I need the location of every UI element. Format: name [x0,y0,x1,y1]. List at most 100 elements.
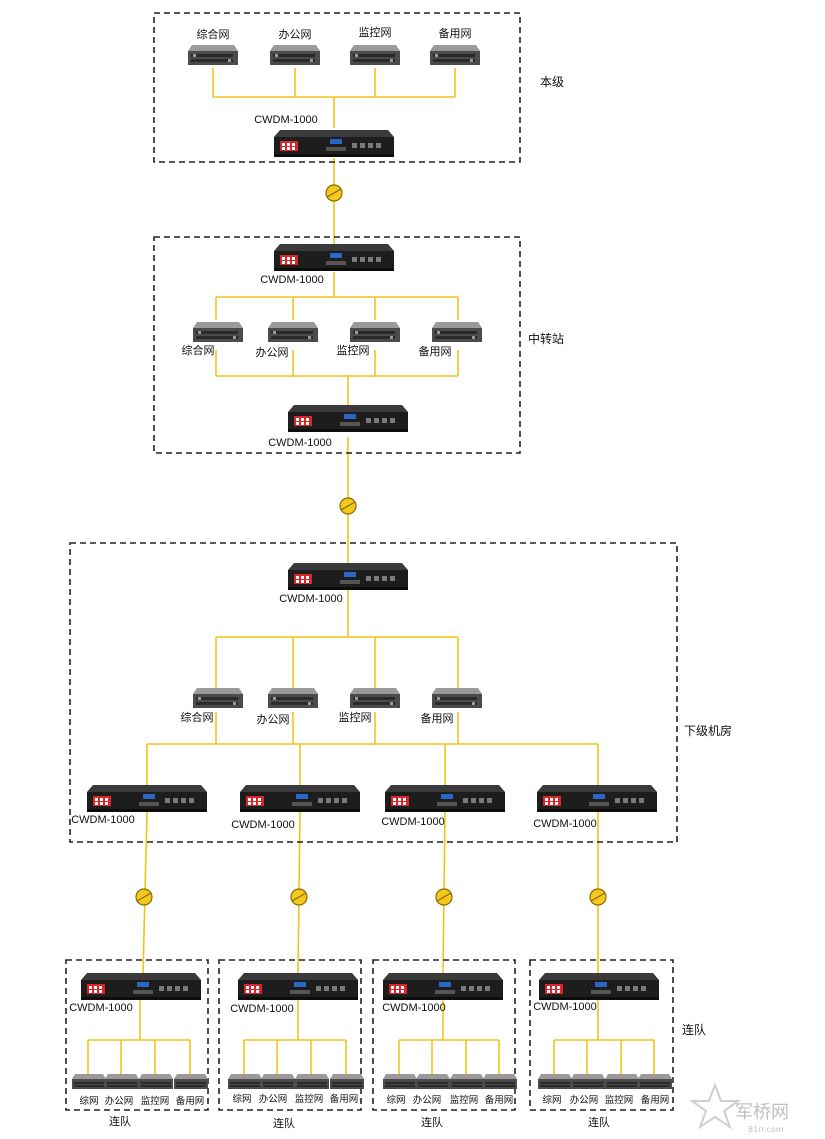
switch-icon [450,1074,484,1089]
net-label: 备用网 [330,1093,359,1105]
device-model-label: CWDM-1000 [533,1001,597,1013]
net-label: 综合网 [181,710,214,724]
net-label: 办公网 [259,1093,288,1105]
cwdm-device-icon [274,130,394,157]
switch-icon [538,1074,572,1089]
fiber-connector-icon [589,888,607,906]
region-box-relay [153,236,521,454]
company-label: 连队 [273,1116,295,1130]
region-box-lower [69,542,678,843]
watermark-sub: 81rr.com [748,1125,784,1134]
switch-icon [330,1074,364,1089]
net-label: 综网 [542,1094,561,1106]
net-label: 备用网 [641,1094,670,1106]
company-label: 连队 [109,1114,131,1128]
fiber-connector-icon [435,888,453,906]
switch-icon [638,1074,672,1089]
region-box-company-1 [65,959,209,1111]
device-model-label: CWDM-1000 [382,1002,446,1014]
switch-icon [432,322,482,342]
cwdm-device-icon [383,973,503,1000]
switch-icon [350,45,400,65]
cwdm-device-icon [81,973,201,1000]
region-label-relay: 中转站 [528,331,564,346]
switch-icon [295,1074,329,1089]
watermark-text: 军桥网 [735,1102,789,1123]
net-label: 综网 [386,1094,405,1106]
net-label: 办公网 [279,28,312,41]
switch-icon [105,1074,139,1089]
device-model-label: CWDM-1000 [71,814,135,826]
device-model-label: CWDM-1000 [279,593,343,605]
device-model-label: CWDM-1000 [230,1003,294,1015]
cwdm-device-icon [385,785,505,812]
switch-icon [605,1074,639,1089]
switch-icon [268,688,318,708]
device-model-label: CWDM-1000 [69,1002,133,1014]
net-label: 办公网 [257,713,290,726]
switch-icon [174,1074,208,1089]
watermark-logo: 军桥网 81rr.com [688,1082,789,1134]
net-label: 综合网 [197,27,230,41]
company-label: 连队 [421,1115,443,1129]
cwdm-device-icon [537,785,657,812]
cwdm-device-icon [240,785,360,812]
switch-icon [432,688,482,708]
region-box-top [153,12,521,163]
switch-icon [270,45,320,65]
region-label-lower: 下级机房 [684,723,732,738]
net-label: 监控网 [295,1093,324,1105]
fiber-links [87,68,655,1075]
net-label: 备用网 [439,26,472,40]
star-icon [688,1082,742,1130]
net-label: 综合网 [182,343,215,357]
cwdm-device-icon [288,405,408,432]
net-label: 综网 [232,1093,251,1105]
company-label: 连队 [588,1115,610,1129]
fiber-connector-icon [135,888,153,906]
net-label: 备用网 [485,1094,514,1106]
net-label: 综网 [79,1095,98,1107]
net-label: 监控网 [339,710,372,724]
device-model-label: CWDM-1000 [268,437,332,449]
net-label: 监控网 [605,1094,634,1106]
net-label: 监控网 [450,1094,479,1106]
switch-icon [193,688,243,708]
switch-icon [571,1074,605,1089]
device-model-label: CWDM-1000 [260,274,324,286]
cwdm-device-icon [288,563,408,590]
device-model-label: CWDM-1000 [381,816,445,828]
net-label: 办公网 [413,1094,442,1106]
region-box-company-2 [218,959,362,1111]
device-model-label: CWDM-1000 [533,818,597,830]
region-box-company-3 [372,959,516,1111]
region-label-company: 连队 [682,1022,706,1037]
switch-icon [350,688,400,708]
cwdm-device-icon [539,973,659,1000]
net-label: 办公网 [256,346,289,359]
switch-icon [483,1074,517,1089]
switch-icon [383,1074,417,1089]
fiber-connector-icon [325,184,343,202]
switch-icon [416,1074,450,1089]
switch-icon [188,45,238,65]
net-label: 办公网 [105,1095,134,1107]
switch-icon [193,322,243,342]
fiber-connector-icon [339,497,357,515]
switch-icon [430,45,480,65]
switch-icon [261,1074,295,1089]
net-label: 备用网 [421,711,454,725]
fiber-connector-icon [290,888,308,906]
cwdm-device-icon [238,973,358,1000]
net-label: 监控网 [337,343,370,357]
region-box-company-4 [529,959,674,1111]
cwdm-device-icon [274,244,394,271]
switch-icon [350,322,400,342]
device-model-label: CWDM-1000 [254,114,318,126]
switch-icon [139,1074,173,1089]
net-label: 监控网 [141,1095,170,1107]
region-label-top: 本级 [540,75,564,89]
net-label: 备用网 [176,1095,205,1107]
net-label: 监控网 [359,25,392,39]
